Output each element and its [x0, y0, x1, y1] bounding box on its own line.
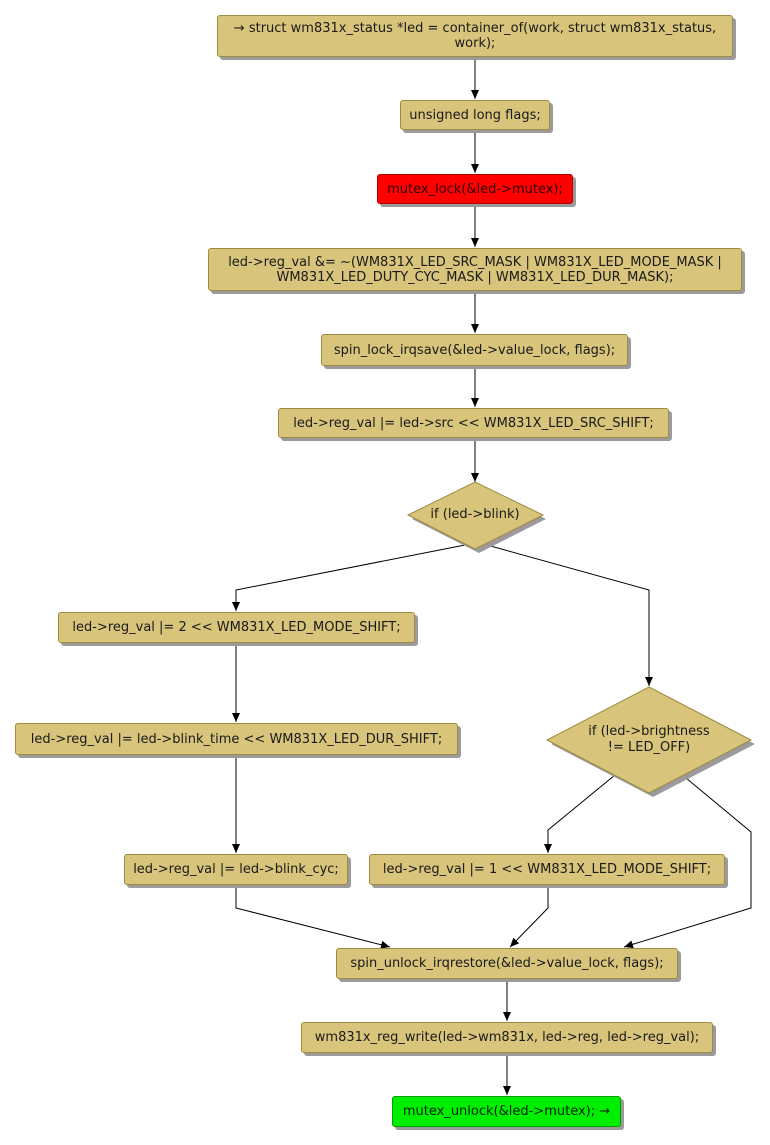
entry-line-1: → struct wm831x_status *led = container_… — [233, 21, 717, 36]
edge-mode1-spin-unlock — [509, 885, 549, 948]
if-brightness-label: if (led->brightness != LED_OFF) — [588, 724, 709, 756]
edge-blink-cyc-spin-unlock — [235, 885, 391, 949]
if-brightness-diamond — [545, 686, 753, 794]
entry-node: → struct wm831x_status *led = container_… — [217, 15, 733, 57]
reg-write-node: wm831x_reg_write(led->wm831x, led->reg, … — [301, 1022, 713, 1053]
mode-2-node: led->reg_val |= 2 << WM831X_LED_MODE_SHI… — [58, 612, 415, 643]
if-brightness-line-1: if (led->brightness — [588, 724, 710, 739]
entry-line-2: work); — [454, 36, 496, 51]
clear-mask-node: led->reg_val &= ~(WM831X_LED_SRC_MASK | … — [208, 248, 742, 291]
mode-1-node: led->reg_val |= 1 << WM831X_LED_MODE_SHI… — [369, 854, 725, 885]
if-blink-label: if (led->blink) — [430, 507, 520, 522]
mutex-unlock-node: mutex_unlock(&led->mutex); → — [392, 1096, 621, 1127]
edge-if-brightness-true — [544, 774, 616, 853]
if-blink-diamond — [406, 481, 545, 550]
blink-time-node: led->reg_val |= led->blink_time << WM831… — [15, 723, 458, 755]
clear-mask-line-1: led->reg_val &= ~(WM831X_LED_SRC_MASK | … — [228, 254, 722, 270]
edge-if-brightness-false — [623, 772, 752, 949]
src-shift-node: led->reg_val |= led->src << WM831X_LED_S… — [278, 408, 669, 438]
clear-mask-line-2: WM831X_LED_DUTY_CYC_MASK | WM831X_LED_DU… — [276, 269, 674, 285]
mutex-lock-node: mutex_lock(&led->mutex); — [377, 174, 573, 204]
spin-lock-node: spin_lock_irqsave(&led->value_lock, flag… — [321, 334, 628, 366]
if-brightness-line-2: != LED_OFF) — [607, 740, 691, 755]
edge-if-blink-false — [486, 544, 653, 686]
flags-node: unsigned long flags; — [400, 100, 550, 130]
edge-if-blink-true — [232, 544, 466, 611]
spin-unlock-node: spin_unlock_irqrestore(&led->value_lock,… — [336, 948, 678, 979]
blink-cyc-node: led->reg_val |= led->blink_cyc; — [124, 854, 348, 885]
